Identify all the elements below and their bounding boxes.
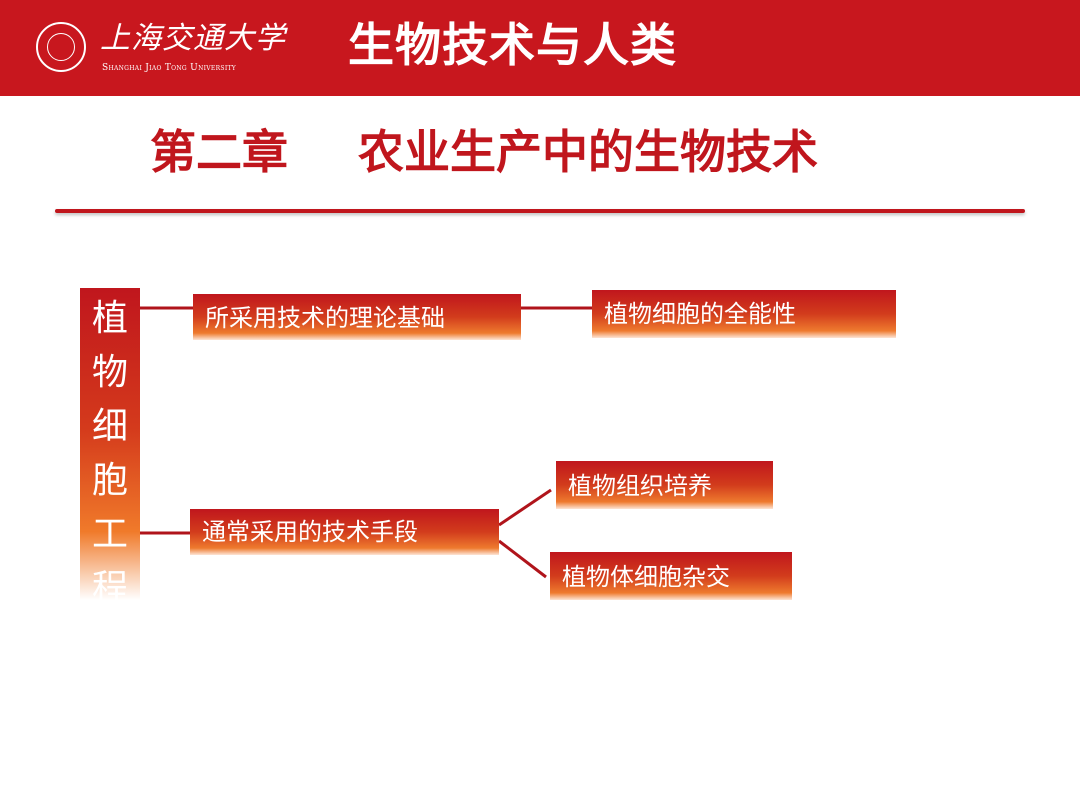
root-node-bar [80,288,140,600]
logo-english-name: Shanghai Jiao Tong University [102,63,237,73]
chapter-name: 农业生产中的生物技术 [358,125,818,179]
connector-methods-m2 [498,539,547,579]
university-seal-icon [36,22,86,72]
course-title: 生物技术与人类 [348,18,677,72]
chapter-title: 第二章 农业生产中的生物技术 [150,120,818,184]
university-logo: 上海交通大学 Shanghai Jiao Tong University [36,20,285,80]
methods-node: 通常采用的技术手段 [190,509,499,555]
title-divider [55,209,1025,213]
root-node-label: 植物细胞工程 [91,298,128,609]
theory-leaf-node: 植物细胞的全能性 [592,290,896,338]
logo-chinese-name: 上海交通大学 [100,21,286,56]
chapter-label: 第二章 [150,125,288,179]
method-1-node: 植物组织培养 [556,461,773,509]
connector-methods-m1 [498,488,552,527]
method-2-node: 植物体细胞杂交 [550,552,792,600]
theory-node: 所采用技术的理论基础 [193,294,521,340]
header-bar: 上海交通大学 Shanghai Jiao Tong University 生物技… [0,0,1080,96]
